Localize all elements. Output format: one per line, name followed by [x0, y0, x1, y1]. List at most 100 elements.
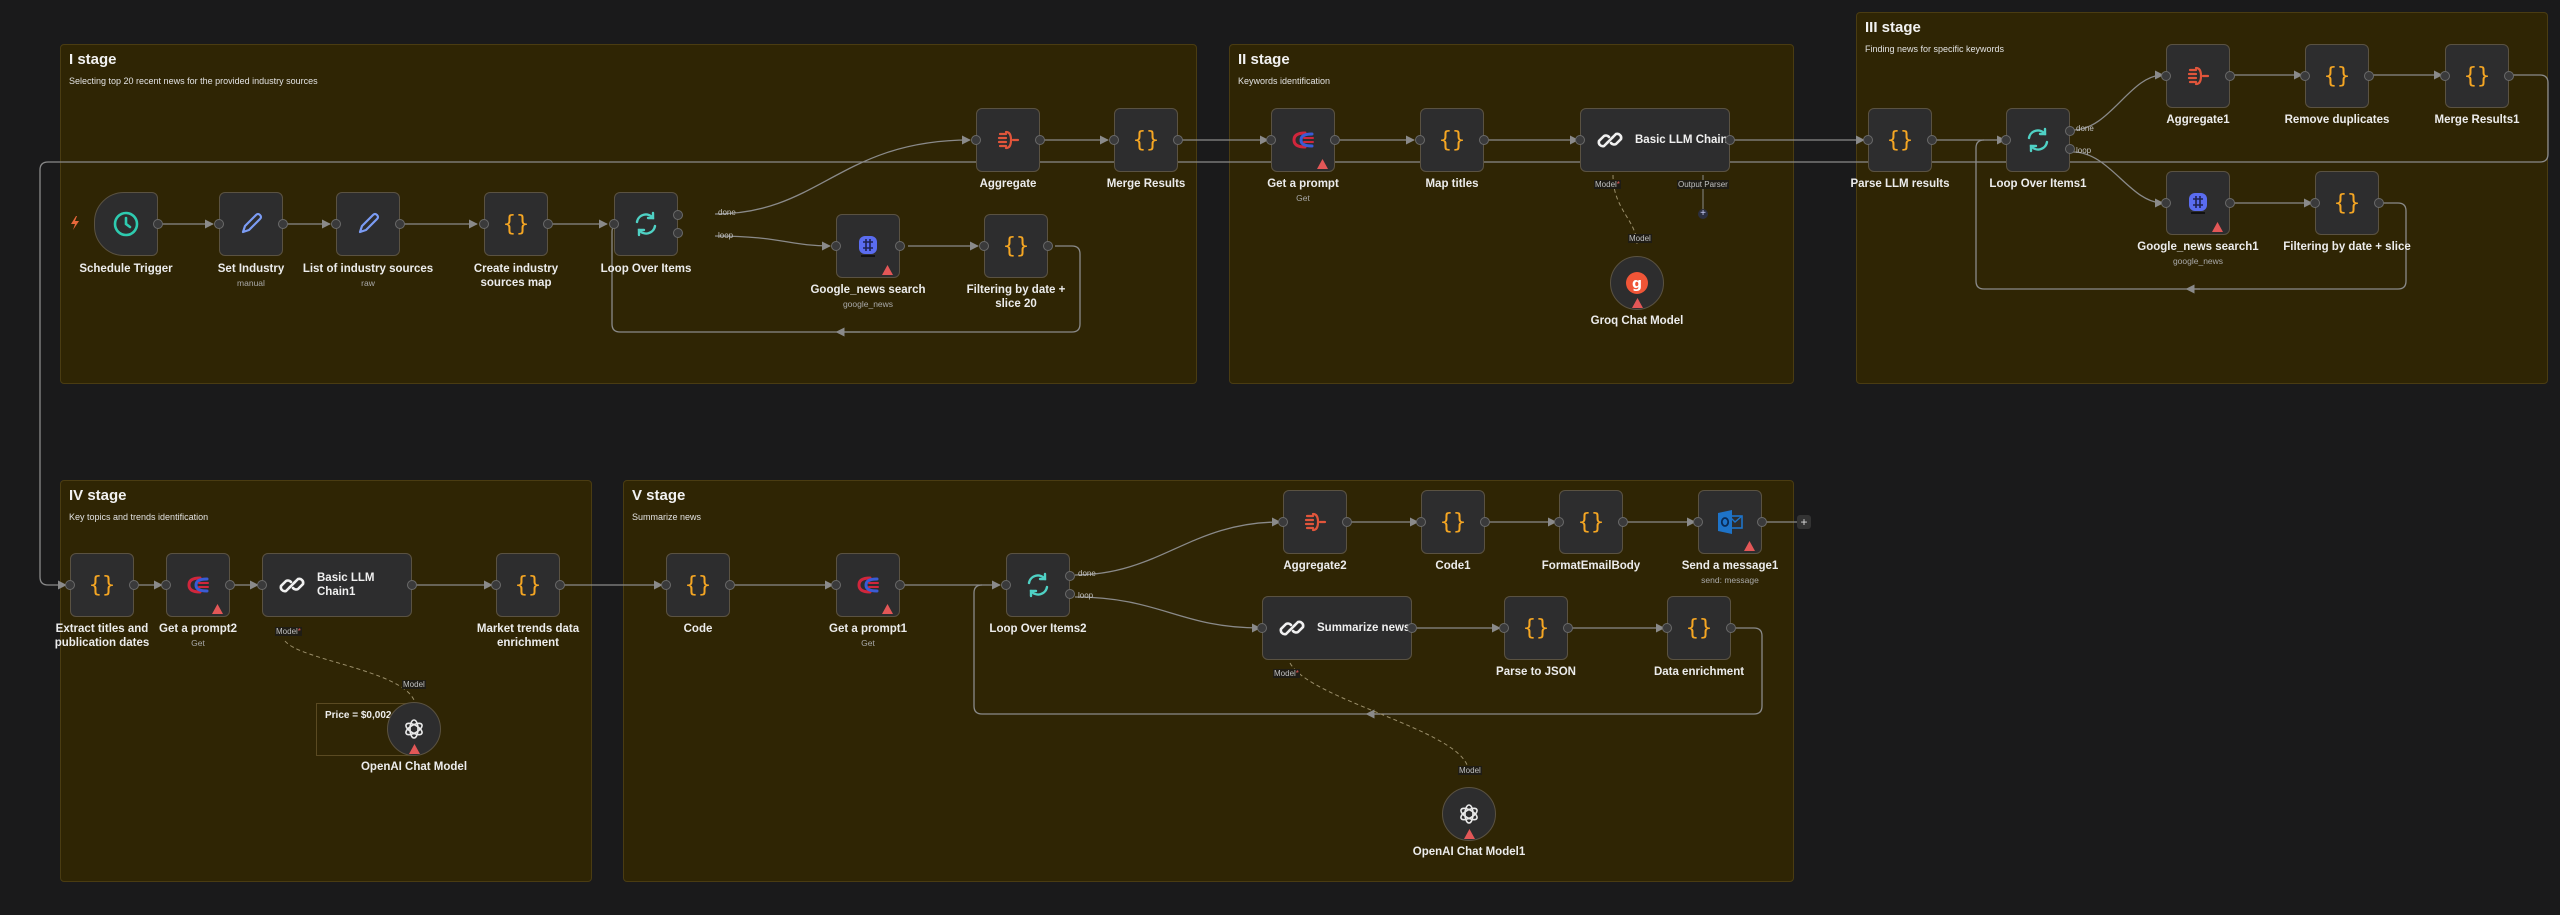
input-port[interactable] — [831, 241, 841, 251]
node-loop-over-items2[interactable] — [1001, 553, 1075, 617]
node-parse-to-json[interactable]: {} — [1499, 596, 1573, 660]
node-merge-results1[interactable]: {} — [2440, 44, 2514, 108]
input-port[interactable] — [1416, 517, 1426, 527]
stage-2-note[interactable]: II stage Keywords identification — [1229, 44, 1794, 384]
warning-icon[interactable] — [882, 601, 893, 614]
input-port[interactable] — [65, 580, 75, 590]
input-port[interactable] — [661, 580, 671, 590]
input-port[interactable] — [1257, 623, 1267, 633]
add-node-button[interactable]: + — [1797, 515, 1811, 529]
node-code1[interactable]: {} — [1416, 490, 1490, 554]
node-market-trends-data-enrichment[interactable]: {} — [491, 553, 565, 617]
warning-icon[interactable] — [1464, 826, 1475, 839]
output-port[interactable] — [407, 580, 417, 590]
node-aggregate1[interactable] — [2161, 44, 2235, 108]
node-set-industry[interactable] — [214, 192, 288, 256]
node-aggregate2[interactable] — [1278, 490, 1352, 554]
node-basic-llm-chain[interactable]: Basic LLM Chain — [1575, 108, 1735, 172]
input-port[interactable] — [2440, 71, 2450, 81]
node-groq-chat-model[interactable]: g — [1610, 256, 1664, 310]
node-google-news-search1[interactable] — [2161, 171, 2235, 235]
node-code[interactable]: {} — [661, 553, 735, 617]
input-port[interactable] — [1001, 580, 1011, 590]
node-parse-llm-results[interactable]: {} — [1863, 108, 1937, 172]
input-port[interactable] — [2310, 198, 2320, 208]
warning-icon[interactable] — [1744, 538, 1755, 551]
output-port[interactable] — [725, 580, 735, 590]
warning-icon[interactable] — [2212, 219, 2223, 232]
node-create-industry-sources-map[interactable]: {} — [479, 192, 553, 256]
output-port-done[interactable] — [1065, 571, 1075, 581]
output-port[interactable] — [225, 580, 235, 590]
output-port[interactable] — [2504, 71, 2514, 81]
output-port[interactable] — [895, 580, 905, 590]
node-loop-over-items1[interactable] — [2001, 108, 2075, 172]
output-port[interactable] — [1725, 135, 1735, 145]
input-port[interactable] — [479, 219, 489, 229]
warning-icon[interactable] — [409, 741, 420, 754]
output-port-loop[interactable] — [673, 228, 683, 238]
warning-icon[interactable] — [882, 262, 893, 275]
output-port[interactable] — [395, 219, 405, 229]
node-get-a-prompt2[interactable] — [161, 553, 235, 617]
input-port[interactable] — [1278, 517, 1288, 527]
node-openai-chat-model1[interactable] — [1442, 787, 1496, 841]
output-port[interactable] — [1407, 623, 1417, 633]
output-port[interactable] — [543, 219, 553, 229]
output-port[interactable] — [2364, 71, 2374, 81]
output-port-done[interactable] — [2065, 126, 2075, 136]
output-port[interactable] — [2225, 71, 2235, 81]
input-port[interactable] — [831, 580, 841, 590]
node-schedule-trigger[interactable] — [94, 192, 163, 256]
input-port[interactable] — [1109, 135, 1119, 145]
node-basic-llm-chain1[interactable]: Basic LLM Chain1 — [257, 553, 417, 617]
input-port[interactable] — [257, 580, 267, 590]
output-port[interactable] — [2225, 198, 2235, 208]
input-port[interactable] — [1499, 623, 1509, 633]
output-port[interactable] — [1043, 241, 1053, 251]
output-port[interactable] — [1173, 135, 1183, 145]
node-aggregate[interactable] — [971, 108, 1045, 172]
add-output-parser-button[interactable]: + — [1698, 209, 1708, 219]
output-port[interactable] — [2374, 198, 2384, 208]
warning-icon[interactable] — [1317, 156, 1328, 169]
output-port[interactable] — [555, 580, 565, 590]
input-port[interactable] — [1662, 623, 1672, 633]
node-get-a-prompt1[interactable] — [831, 553, 905, 617]
input-port[interactable] — [1693, 517, 1703, 527]
input-port[interactable] — [609, 219, 619, 229]
node-openai-chat-model[interactable] — [387, 702, 441, 756]
input-port[interactable] — [161, 580, 171, 590]
output-port[interactable] — [1563, 623, 1573, 633]
input-port[interactable] — [971, 135, 981, 145]
node-filtering-by-date-slice[interactable]: {} — [2310, 171, 2384, 235]
output-port[interactable] — [895, 241, 905, 251]
node-merge-results[interactable]: {} — [1109, 108, 1183, 172]
node-extract-titles-and-publication-dates[interactable]: {} — [65, 553, 139, 617]
input-port[interactable] — [2300, 71, 2310, 81]
node-list-industry-sources[interactable] — [331, 192, 405, 256]
warning-icon[interactable] — [212, 601, 223, 614]
output-port[interactable] — [1035, 135, 1045, 145]
input-port[interactable] — [2161, 71, 2171, 81]
node-loop-over-items[interactable] — [609, 192, 683, 256]
input-port[interactable] — [1415, 135, 1425, 145]
node-google-news-search[interactable] — [831, 214, 905, 278]
output-port[interactable] — [1479, 135, 1489, 145]
node-send-a-message1[interactable] — [1693, 490, 1767, 554]
output-port-done[interactable] — [673, 210, 683, 220]
input-port[interactable] — [1863, 135, 1873, 145]
warning-icon[interactable] — [1632, 295, 1643, 308]
input-port[interactable] — [1575, 135, 1585, 145]
node-format-email-body[interactable]: {} — [1554, 490, 1628, 554]
node-summarize-news[interactable]: Summarize news — [1257, 596, 1417, 660]
output-port-loop[interactable] — [2065, 144, 2075, 154]
output-port[interactable] — [278, 219, 288, 229]
node-filtering-by-date-slice-20[interactable]: {} — [979, 214, 1053, 278]
input-port[interactable] — [2161, 198, 2171, 208]
input-port[interactable] — [331, 219, 341, 229]
output-port[interactable] — [129, 580, 139, 590]
output-port-loop[interactable] — [1065, 589, 1075, 599]
input-port[interactable] — [1266, 135, 1276, 145]
